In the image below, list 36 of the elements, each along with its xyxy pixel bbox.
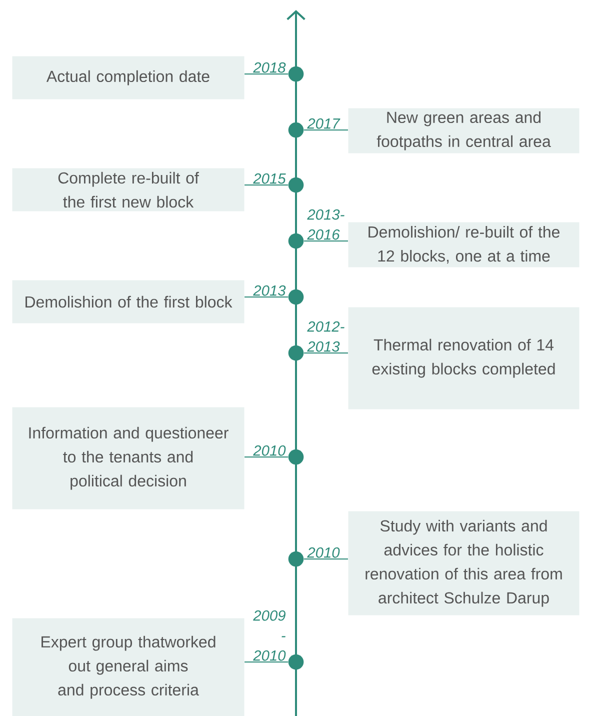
timeline-dot bbox=[288, 177, 304, 193]
year-label: 2012- 2013 bbox=[307, 321, 344, 352]
connector-line bbox=[304, 558, 348, 560]
year-label: 2010 bbox=[253, 445, 286, 456]
event-box: Complete re-built of the first new block bbox=[12, 168, 244, 212]
year-label: 2013 bbox=[253, 285, 286, 296]
event-box: Thermal renovation of 14 existing blocks completed bbox=[348, 307, 580, 410]
timeline-dot bbox=[288, 289, 304, 305]
timeline-dot bbox=[288, 345, 304, 361]
year-label: 2010 bbox=[307, 547, 340, 558]
timeline-dot bbox=[288, 654, 304, 670]
timeline-dot bbox=[288, 233, 304, 249]
connector-line bbox=[244, 73, 288, 75]
timeline-dot bbox=[288, 66, 304, 82]
event-box: Expert group thatworked out general aims and process criteria bbox=[12, 618, 244, 716]
event-box: Demolishion of the first block bbox=[12, 280, 244, 324]
year-label: 2017 bbox=[307, 118, 340, 129]
connector-line bbox=[244, 661, 288, 663]
connector-line bbox=[304, 352, 348, 354]
connector-line bbox=[244, 184, 288, 186]
event-box: Actual completion date bbox=[12, 56, 244, 100]
year-label: 2015 bbox=[253, 173, 286, 184]
connector-line bbox=[244, 296, 288, 298]
timeline-dot bbox=[288, 122, 304, 138]
event-box: Demolishion/ re-built of the 12 blocks, one at a time bbox=[348, 222, 580, 268]
connector-line bbox=[304, 129, 348, 131]
timeline-dot bbox=[288, 449, 304, 465]
event-box: Study with variants and advices for the holistic renovation of this area from architect Schulze Darup bbox=[348, 511, 580, 616]
timeline-dot bbox=[288, 551, 304, 567]
year-label: 2009 - 2010 bbox=[253, 610, 286, 661]
year-label: 2013- 2016 bbox=[307, 209, 344, 240]
event-box: New green areas and footpaths in central area bbox=[348, 108, 580, 154]
event-box: Information and questioneer to the tenants and political decision bbox=[12, 407, 244, 510]
connector-line bbox=[244, 456, 288, 458]
connector-line bbox=[304, 240, 348, 242]
year-label: 2018 bbox=[253, 62, 286, 73]
